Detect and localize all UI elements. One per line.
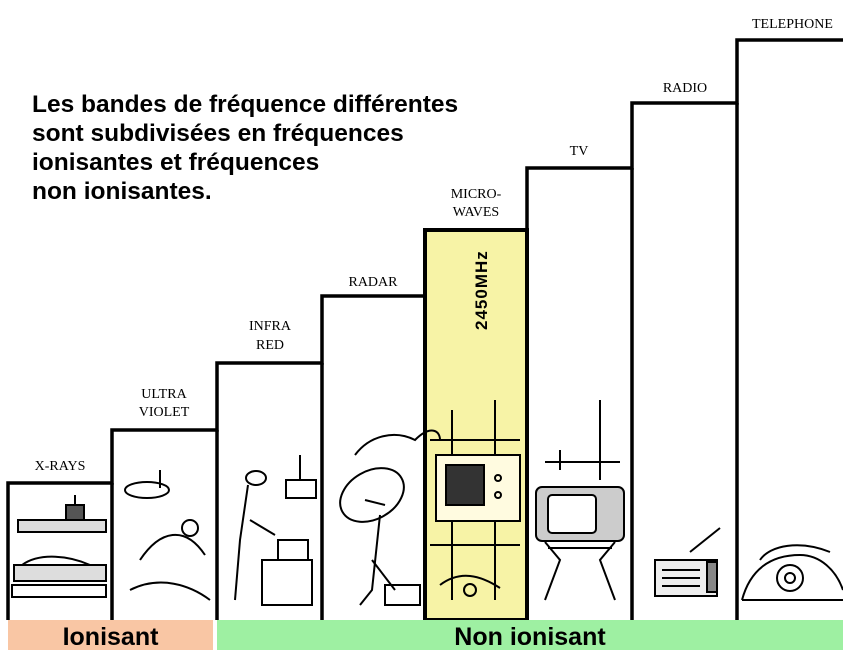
diagram-heading: Les bandes de fréquence différentes sont…: [32, 90, 552, 206]
frequency-label: 2450MHz: [472, 250, 491, 330]
band-label-telephone: TELEPHONE: [752, 17, 833, 32]
radio-illustration: [654, 527, 721, 597]
band-label-micro-2: WAVES: [453, 205, 499, 220]
heading-line-2: sont subdivisées en fréquences: [32, 120, 404, 147]
microwave-oven-illustration: [430, 400, 521, 600]
band-label-ir-1: INFRA: [249, 319, 292, 334]
television-illustration: [535, 400, 625, 601]
ionizing-bar: Ionisant: [8, 620, 213, 650]
non-ionizing-bar: Non ionisant: [217, 620, 843, 650]
microwave-highlight: [423, 228, 529, 622]
band-label-uv-2: VIOLET: [139, 405, 190, 420]
band-label-micro-1: MICRO-: [451, 187, 502, 202]
ionizing-label: Ionisant: [62, 623, 159, 650]
heading-line-4: non ionisantes.: [32, 178, 212, 205]
band-label-xrays: X-RAYS: [35, 459, 86, 474]
band-label-radar: RADAR: [348, 275, 398, 290]
infrared-cook-illustration: [234, 455, 317, 606]
non-ionizing-label: Non ionisant: [454, 623, 606, 650]
heading-line-1: Les bandes de fréquence différentes: [32, 91, 459, 118]
band-label-uv-1: ULTRA: [141, 387, 187, 402]
heading-line-3: ionisantes et fréquences: [32, 149, 320, 176]
telephone-illustration: [741, 544, 843, 601]
band-label-radio: RADIO: [663, 81, 707, 96]
staircase-outline: [6, 38, 843, 620]
uv-lamp-illustration: [124, 470, 211, 601]
band-label-ir-2: RED: [256, 338, 284, 353]
band-label-tv: TV: [570, 144, 589, 159]
radar-dish-illustration: [339, 429, 441, 606]
xray-machine-illustration: [11, 495, 107, 598]
